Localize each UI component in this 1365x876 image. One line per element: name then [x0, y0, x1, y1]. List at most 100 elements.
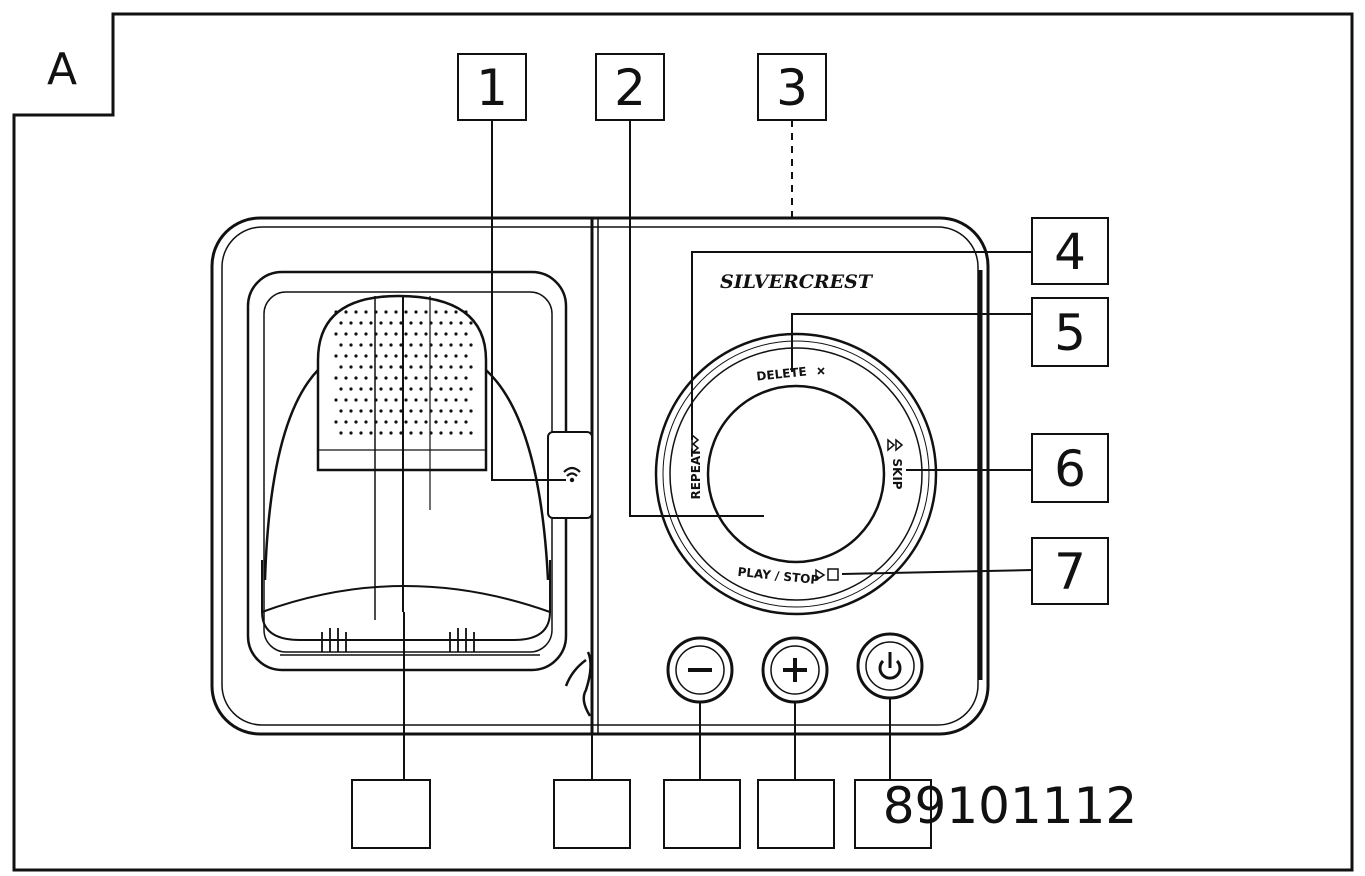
speaker-dot: [444, 332, 448, 336]
speaker-dot: [454, 310, 458, 314]
speaker-dot: [389, 365, 393, 369]
speaker-dot: [359, 343, 363, 347]
speaker-dot: [399, 387, 403, 391]
speaker-dot: [439, 343, 443, 347]
speaker-dot: [414, 398, 418, 402]
speaker-dot: [439, 321, 443, 325]
speaker-dot: [459, 409, 463, 413]
speaker-dot: [374, 354, 378, 358]
svg-text:2: 2: [614, 59, 646, 117]
speaker-dot: [424, 332, 428, 336]
bottom-callout-boxes: [351, 779, 932, 849]
speaker-dot: [434, 420, 438, 424]
speaker-dot: [409, 321, 413, 325]
speaker-dot: [429, 365, 433, 369]
svg-text:7: 7: [1054, 543, 1086, 601]
callout-1: 1: [457, 53, 527, 121]
speaker-dot: [459, 431, 463, 435]
speaker-dot: [379, 343, 383, 347]
speaker-dot: [369, 409, 373, 413]
power-button[interactable]: [856, 632, 924, 700]
charging-contacts: [321, 628, 475, 652]
speaker-dot: [339, 387, 343, 391]
speaker-dot: [334, 398, 338, 402]
power-icon: [878, 652, 902, 680]
bottom-callout-numbers: 89101112: [883, 777, 1138, 835]
speaker-dot: [364, 420, 368, 424]
speaker-dot: [429, 321, 433, 325]
skip-icon: [887, 438, 904, 452]
speaker-dot: [429, 343, 433, 347]
speaker-dot: [389, 343, 393, 347]
speaker-dot: [459, 343, 463, 347]
speaker-dot: [334, 420, 338, 424]
speaker-dot: [359, 321, 363, 325]
speaker-dot: [364, 310, 368, 314]
answering-machine-dial: [654, 332, 938, 616]
speaker-dot: [339, 343, 343, 347]
speaker-dot: [399, 431, 403, 435]
speaker-dot: [404, 398, 408, 402]
speaker-dot: [469, 343, 473, 347]
speaker-dot: [404, 310, 408, 314]
speaker-dot: [374, 420, 378, 424]
speaker-dot: [349, 431, 353, 435]
speaker-dot: [404, 332, 408, 336]
callout-box-10: [663, 779, 741, 849]
speaker-dot: [369, 365, 373, 369]
speaker-dot: [454, 332, 458, 336]
skip-label: SKIP: [890, 458, 904, 489]
volume-down-button[interactable]: [666, 636, 734, 704]
speaker-dot: [444, 376, 448, 380]
speaker-dot: [409, 409, 413, 413]
speaker-dot: [374, 310, 378, 314]
speaker-dot: [449, 343, 453, 347]
play-stop-icon: [815, 568, 839, 582]
speaker-dot: [359, 409, 363, 413]
speaker-dot: [419, 409, 423, 413]
speaker-dot: [379, 365, 383, 369]
speaker-dot: [429, 409, 433, 413]
callout-7: 7: [1031, 537, 1109, 605]
speaker-dot: [464, 332, 468, 336]
speaker-dot: [389, 321, 393, 325]
speaker-dot: [434, 398, 438, 402]
speaker-dot: [344, 376, 348, 380]
speaker-dot: [394, 420, 398, 424]
speaker-dot: [449, 321, 453, 325]
speaker-dot: [414, 332, 418, 336]
speaker-dot: [409, 365, 413, 369]
speaker-dot: [464, 420, 468, 424]
speaker-dot: [394, 376, 398, 380]
speaker-dot: [359, 365, 363, 369]
speaker-dot: [389, 387, 393, 391]
callout-6: 6: [1031, 433, 1109, 503]
speaker-dot: [429, 431, 433, 435]
speaker-dot: [374, 376, 378, 380]
speaker-dot: [394, 398, 398, 402]
speaker-dot: [409, 343, 413, 347]
play-stop-label: PLAY / STOP: [737, 565, 820, 587]
speaker-dot: [434, 310, 438, 314]
delete-label: DELETE: [756, 364, 808, 383]
speaker-dot: [359, 387, 363, 391]
speaker-dot: [464, 310, 468, 314]
speaker-dot: [449, 409, 453, 413]
speaker-grille: [334, 310, 473, 435]
speaker-dot: [434, 376, 438, 380]
speaker-dot: [384, 376, 388, 380]
speaker-dot: [424, 420, 428, 424]
speaker-dot: [419, 321, 423, 325]
speaker-dot: [349, 343, 353, 347]
speaker-dot: [334, 310, 338, 314]
volume-up-button[interactable]: [761, 636, 829, 704]
svg-text:6: 6: [1054, 440, 1086, 498]
speaker-dot: [439, 431, 443, 435]
speaker-dot: [429, 387, 433, 391]
speaker-dot: [459, 365, 463, 369]
speaker-dot: [399, 365, 403, 369]
figure-frame: [12, 12, 1354, 872]
speaker-dot: [404, 420, 408, 424]
speaker-dot: [354, 332, 358, 336]
speaker-dot: [364, 376, 368, 380]
